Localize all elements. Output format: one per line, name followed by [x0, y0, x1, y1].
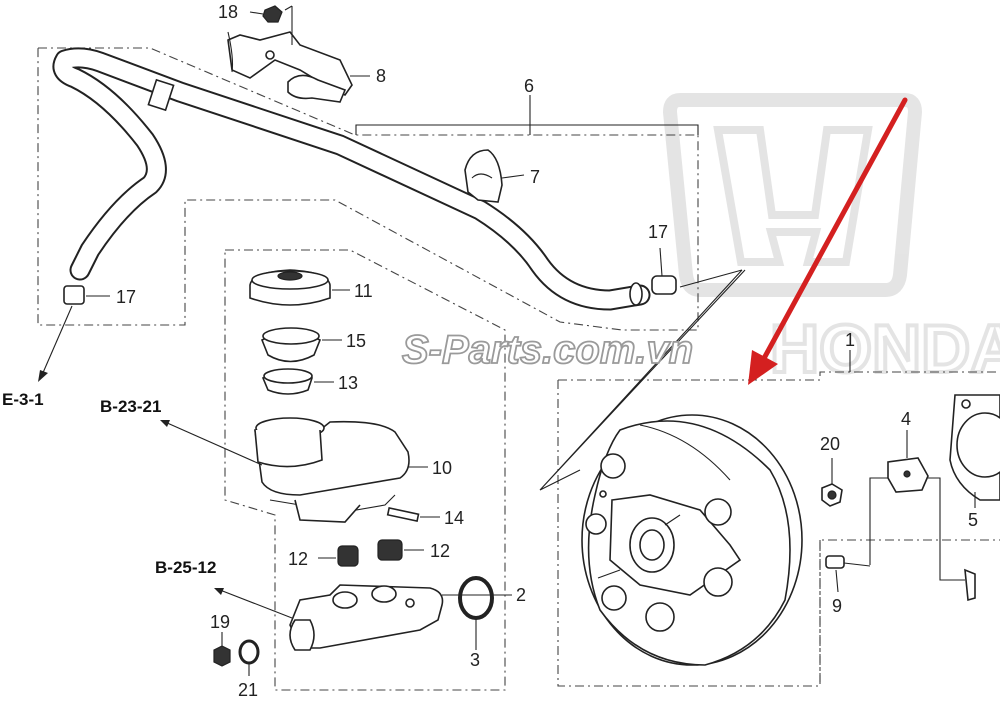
reference-b-23-21: B-23-21	[100, 397, 161, 416]
group-6-leader	[355, 95, 699, 135]
reference-b-25-12: B-25-12	[155, 558, 216, 577]
callout-18: 18	[218, 2, 238, 22]
reservoir-strainer	[261, 368, 334, 395]
callout-14: 14	[444, 508, 464, 528]
callout-12-right: 12	[430, 541, 450, 561]
site-watermark: S-Parts.com.vn	[402, 328, 693, 372]
callout-10: 10	[432, 458, 452, 478]
cap-seal	[260, 327, 342, 363]
hose-group-boundary	[37, 47, 699, 331]
callout-3: 3	[470, 650, 480, 670]
reference-e-3-1: E-3-1	[2, 390, 44, 409]
grommet-left	[318, 545, 359, 567]
reservoir-pin	[386, 507, 440, 523]
callout-13: 13	[338, 373, 358, 393]
booster-group-boundary	[557, 371, 1000, 687]
b2321-reference-arrow	[160, 420, 263, 466]
booster-gasket	[949, 394, 1000, 508]
brake-booster	[581, 414, 803, 666]
washer-21	[238, 639, 260, 676]
fluid-reservoir	[254, 417, 428, 523]
callout-9: 9	[832, 596, 842, 616]
honda-logo-icon: HONDA	[662, 93, 1000, 389]
callout-4: 4	[901, 409, 911, 429]
red-arrow-icon	[748, 97, 908, 385]
nut-19	[213, 632, 231, 667]
b2512-reference-arrow	[214, 588, 293, 619]
callout-1: 1	[845, 330, 855, 350]
nut-20	[821, 458, 843, 507]
booster-switch	[869, 430, 976, 602]
callout-12-left: 12	[288, 549, 308, 569]
callout-15: 15	[346, 331, 366, 351]
callout-5: 5	[968, 510, 978, 530]
honda-brand-text: HONDA	[770, 311, 1000, 387]
callout-8: 8	[376, 66, 386, 86]
reservoir-cap	[249, 269, 350, 306]
callout-17-left: 17	[116, 287, 136, 307]
master-cylinder-group-boundary	[224, 249, 506, 691]
hose-clip	[464, 149, 525, 203]
clip-17-right	[651, 247, 743, 295]
callout-21: 21	[238, 680, 258, 700]
master-cylinder	[289, 584, 512, 651]
callout-20: 20	[820, 434, 840, 454]
hose-bracket	[227, 31, 370, 103]
callout-19: 19	[210, 612, 230, 632]
nut-18	[249, 5, 293, 45]
grommet-right	[377, 539, 424, 561]
clip-17-left	[63, 285, 110, 305]
e31-reference-arrow	[38, 305, 73, 382]
callout-2: 2	[516, 585, 526, 605]
vacuum-hose	[52, 47, 651, 311]
callout-11: 11	[354, 281, 373, 301]
callout-7: 7	[530, 167, 540, 187]
o-ring	[458, 576, 494, 650]
bolt-9	[825, 555, 871, 593]
callout-17-right: 17	[648, 222, 668, 242]
booster-leader-lines	[539, 269, 746, 491]
callout-6: 6	[524, 76, 534, 96]
